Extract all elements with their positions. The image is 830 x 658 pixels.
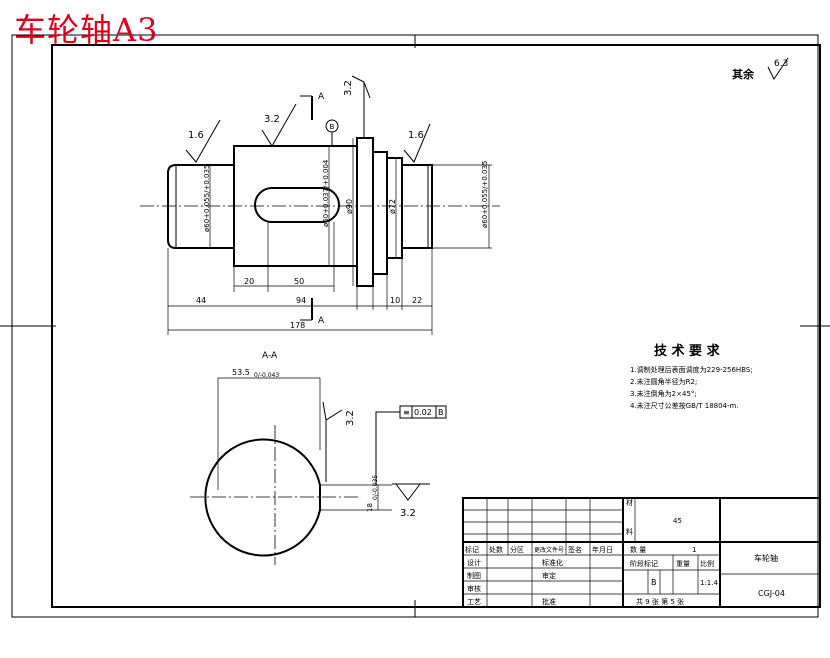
keyway xyxy=(254,187,340,223)
flange xyxy=(356,137,374,287)
roughness-left-journal-symbol xyxy=(185,119,221,163)
tb-row-check: 审核 xyxy=(467,584,481,593)
tb-header-6: 年月日 xyxy=(592,545,613,554)
tb-row-draw: 制图 xyxy=(467,571,481,580)
roughness-flange: 3.2 xyxy=(343,80,354,96)
tb-quantity-label: 数 量 xyxy=(630,545,646,554)
tb-material-value: 45 xyxy=(673,517,682,525)
roughness-flange-symbol xyxy=(351,75,371,99)
other-roughness-symbol xyxy=(767,57,789,80)
tb-drawing-no: CGJ-04 xyxy=(758,589,785,598)
tb-mid-approve: 审定 xyxy=(542,571,556,580)
roughness-key-bottom: 3.2 xyxy=(400,508,416,519)
dia-right-label: ø60+0.055/+0.035 xyxy=(481,161,489,228)
tb-scale-value: 1:1.4 xyxy=(700,579,718,587)
technical-requirements: 技 术 要 求 1.调制处理后表面调度为229-256HBS; 2.未注圆角半径… xyxy=(630,343,753,410)
roughness-key-wall-symbol xyxy=(322,401,343,421)
tolerance-frame: ≡ 0.02 B xyxy=(375,405,447,485)
tb-header-4: 更改文件号 xyxy=(534,546,564,554)
roughness-key-bottom-symbol xyxy=(395,483,421,501)
dia-90-label: ø90 xyxy=(345,199,354,214)
tb-header-5: 签名 xyxy=(568,545,582,554)
dia-left-label: ø60+0.055/+0.035 xyxy=(203,165,211,232)
front-view: ø60+0.055/+0.035 ø60+0.037/+0.004 ø90 ø7… xyxy=(140,75,500,335)
tb-part-name: 车轮轴 xyxy=(754,553,778,563)
tb-header-3: 分区 xyxy=(510,545,524,554)
tb-header-2: 处数 xyxy=(489,545,503,554)
key-tol: 0/-0.035 xyxy=(372,475,379,500)
dim-50: 50 xyxy=(294,277,304,286)
dia-72-label: ø72 xyxy=(388,199,397,214)
svg-text:B: B xyxy=(330,123,335,131)
dim-10: 10 xyxy=(390,296,400,305)
tech-item-1: 1.调制处理后表面调度为229-256HBS; xyxy=(630,365,753,374)
tech-item-4: 4.未注尺寸公差按GB/T 18804-m. xyxy=(630,401,739,410)
section-marker-bottom: A xyxy=(318,316,325,326)
flange-step xyxy=(372,151,388,275)
key-dim: 18 xyxy=(366,503,374,512)
dim-20: 20 xyxy=(244,277,254,286)
section-label: A-A xyxy=(262,351,278,361)
title-block: 标记 处数 分区 更改文件号 签名 年月日 设计 制图 审核 工艺 标准化 审定… xyxy=(462,497,821,608)
drawing-title: 车轮轴A3 xyxy=(14,11,159,49)
tech-item-3: 3.未注倒角为2×45°; xyxy=(630,389,697,398)
section-width-dim: 53.5 xyxy=(232,368,250,377)
section-marker-top: A xyxy=(318,92,325,102)
shaft-cross-section xyxy=(204,438,321,557)
tb-row-process: 工艺 xyxy=(467,598,481,606)
tb-quantity-value: 1 xyxy=(692,546,696,554)
tb-stage-label: 阶段标记 xyxy=(630,559,658,568)
inner-border xyxy=(51,44,821,608)
other-roughness-value: 6.3 xyxy=(774,59,788,69)
tb-mid-standard: 标准化 xyxy=(542,558,563,567)
outer-border xyxy=(11,34,819,618)
tb-scale-label: 比例 xyxy=(700,559,714,568)
tb-sheets: 共 9 张 第 5 张 xyxy=(636,597,684,606)
dim-178: 178 xyxy=(290,321,305,330)
roughness-key-wall: 3.2 xyxy=(345,410,356,426)
dia-middle-label: ø60+0.037/+0.004 xyxy=(322,159,330,227)
roughness-left-journal: 1.6 xyxy=(188,130,204,141)
roughness-middle-symbol xyxy=(261,103,297,147)
tb-weight-label: 重量 xyxy=(676,560,690,568)
shoulder xyxy=(386,157,403,259)
section-width-tol: 0/-0.043 xyxy=(254,372,279,379)
roughness-middle: 3.2 xyxy=(264,114,280,125)
section-view: A-A 53.5 0/-0.043 18 0/-0.035 xyxy=(190,351,447,565)
tb-material-label-2: 料 xyxy=(626,527,633,536)
tb-material-label-1: 材 xyxy=(626,498,633,507)
left-journal xyxy=(167,164,235,249)
other-roughness-label: 其余 xyxy=(732,67,755,81)
dim-22: 22 xyxy=(412,296,422,305)
tol-value: 0.02 xyxy=(414,408,432,417)
roughness-right-journal-symbol xyxy=(403,123,431,163)
roughness-right-journal: 1.6 xyxy=(408,130,424,141)
tech-item-2: 2.未注圆角半径为R2; xyxy=(630,377,697,386)
tb-mid-sign: 批准 xyxy=(542,597,556,606)
dim-94: 94 xyxy=(296,296,306,305)
tb-header-1: 标记 xyxy=(465,545,479,554)
dim-44: 44 xyxy=(196,296,206,305)
tech-heading: 技 术 要 求 xyxy=(654,343,721,359)
tol-symbol: ≡ xyxy=(403,408,410,417)
tb-row-design: 设计 xyxy=(467,558,481,567)
tol-datum: B xyxy=(438,408,444,417)
tb-stage-value: B xyxy=(651,578,657,587)
